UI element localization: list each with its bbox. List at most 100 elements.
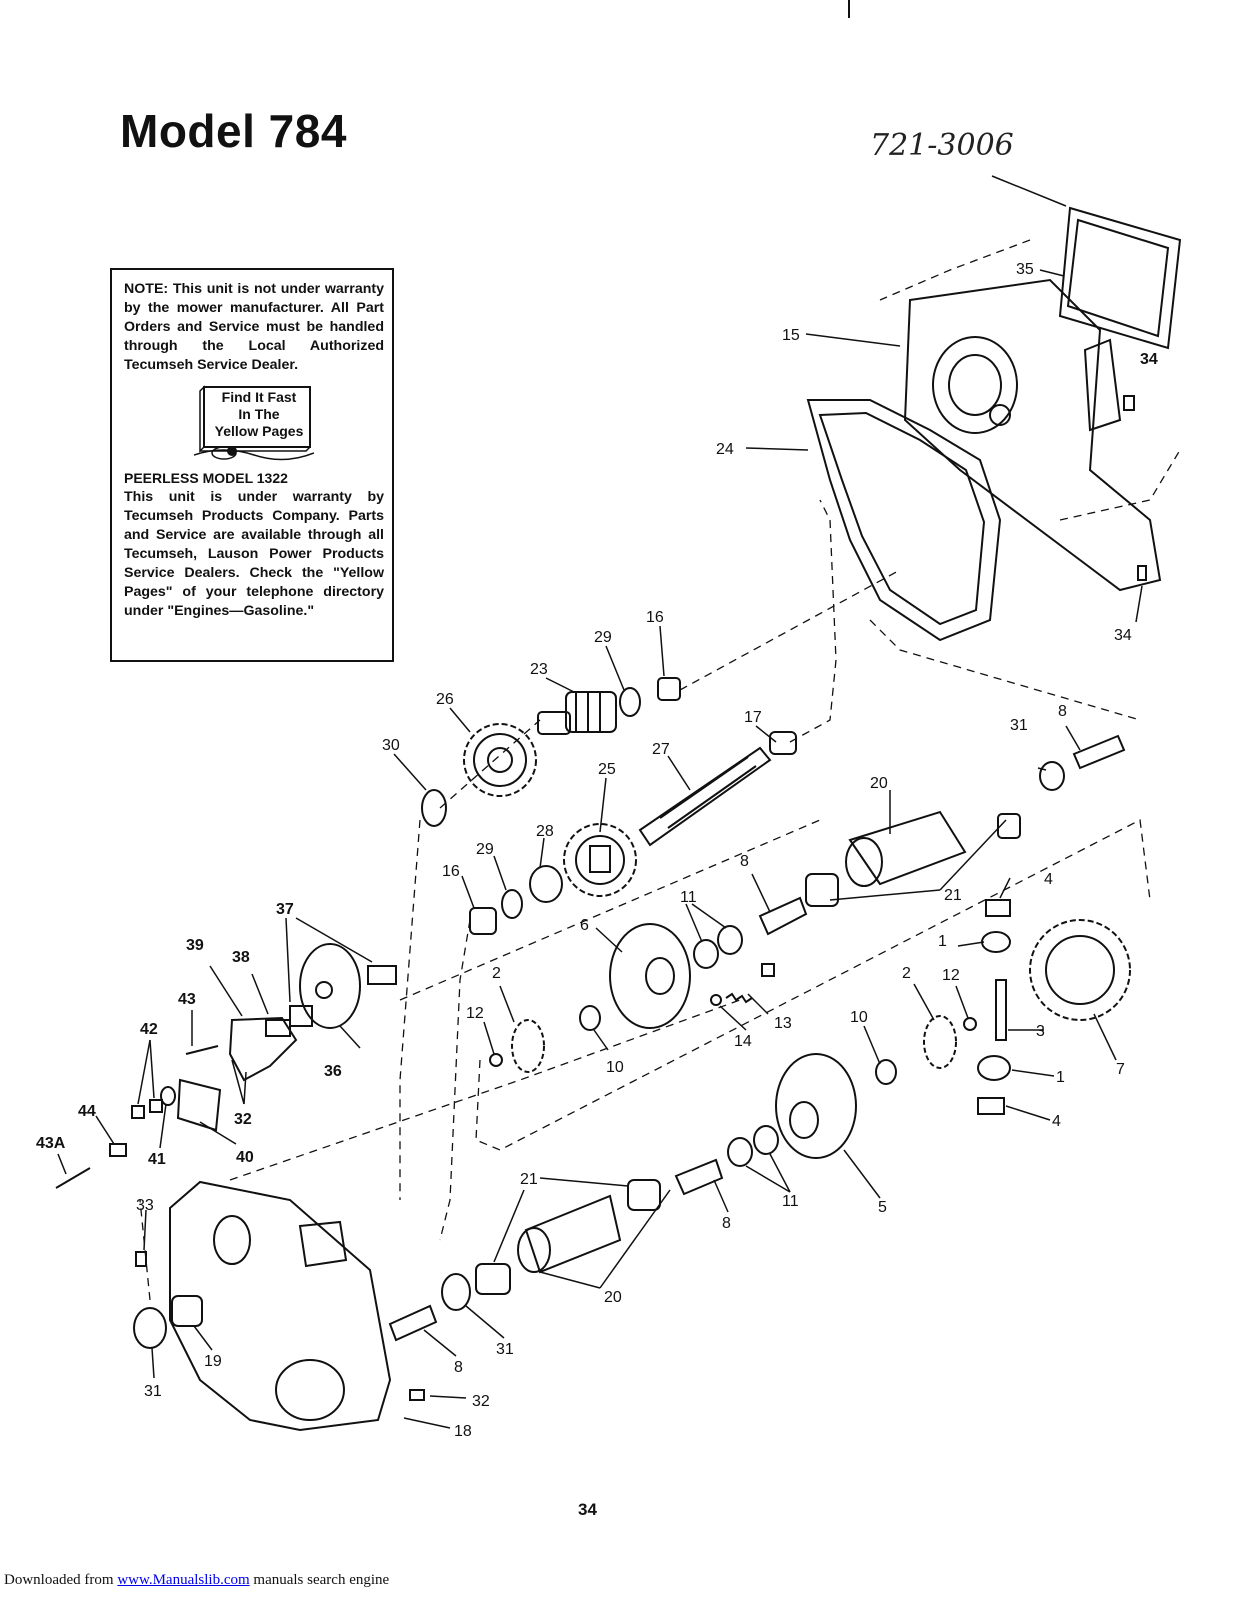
part-28-bushing <box>529 865 563 903</box>
yellow-pages-book-icon: Find It Fast In The Yellow Pages <box>194 385 314 461</box>
part-12-washer-right <box>963 1017 977 1031</box>
book-line-2: In The <box>238 406 280 422</box>
part-29-washer-lower <box>501 889 523 919</box>
part-5-differential-half <box>775 1053 857 1159</box>
footer-suffix: manuals search engine <box>249 1572 390 1588</box>
callout-24: 24 <box>716 441 734 458</box>
part-41-washer <box>160 1086 176 1106</box>
part-14-ball <box>710 994 722 1006</box>
part-2-pinion-right <box>923 1015 957 1069</box>
callout-16-upper: 16 <box>646 609 664 626</box>
callout-15: 15 <box>782 327 800 344</box>
page-title: Model 784 <box>120 105 347 157</box>
callout-12-right: 12 <box>942 967 960 984</box>
part-12-washer-left <box>489 1053 503 1067</box>
part-17-bearing <box>769 731 797 755</box>
callout-18: 18 <box>454 1423 472 1440</box>
part-8-pin-lower <box>388 1304 438 1342</box>
callout-33: 33 <box>136 1197 154 1214</box>
callout-36: 36 <box>324 1063 342 1080</box>
part-20-axle-upper <box>845 810 967 887</box>
callout-8-upper: 8 <box>1058 703 1067 720</box>
part-23-pinion-gear <box>537 691 617 735</box>
callout-26: 26 <box>436 691 454 708</box>
part-2-pinion-left <box>511 1019 545 1073</box>
callout-8-lower-shaft: 8 <box>722 1215 731 1232</box>
callout-11-lower: 11 <box>782 1193 799 1210</box>
callout-14: 14 <box>734 1033 752 1050</box>
part-19-bearing <box>171 1295 203 1327</box>
callout-1-lower: 1 <box>1056 1069 1065 1086</box>
part-29-washer-upper <box>619 687 641 717</box>
callout-12-left: 12 <box>466 1005 484 1022</box>
part-15-upper-housing <box>903 278 1162 592</box>
part-42-nut-b <box>149 1099 163 1113</box>
part-32-pin-lower <box>409 1389 425 1401</box>
warranty-note-box: NOTE: This unit is not under warranty by… <box>110 268 394 662</box>
callout-34-lower: 34 <box>1114 627 1132 644</box>
part-30-washer <box>421 789 447 827</box>
part-37-brake-puck <box>289 943 397 1029</box>
handwritten-part-number: 721-3006 <box>870 128 1014 163</box>
callout-16-lower: 16 <box>442 863 460 880</box>
part-39-brake-lever <box>228 1016 298 1082</box>
part-27-splined-shaft <box>638 746 772 847</box>
part-31-seal-lower <box>441 1273 471 1311</box>
footer-prefix: Downloaded from <box>4 1572 118 1588</box>
part-6-differential-half <box>609 923 691 1029</box>
callout-38: 38 <box>232 949 250 966</box>
callout-35: 35 <box>1016 261 1034 278</box>
part-8-shaft-middle <box>758 896 808 936</box>
callout-27: 27 <box>652 741 670 758</box>
callout-5: 5 <box>878 1199 887 1216</box>
part-33-screw <box>135 1251 147 1267</box>
callout-29-lower: 29 <box>476 841 494 858</box>
callout-43: 43 <box>178 991 196 1008</box>
part-11-washer-a <box>693 939 719 969</box>
part-35-cover-gasket <box>1058 206 1182 350</box>
part-21-bushing-lower <box>627 1179 661 1211</box>
part-1-bevel-upper <box>981 931 1011 953</box>
callout-11-upper: 11 <box>680 889 697 906</box>
callout-21-lower: 21 <box>520 1171 538 1188</box>
part-20-axle-lower <box>517 1194 622 1274</box>
part-34-plug-upper <box>1123 395 1135 411</box>
callout-32-lower: 32 <box>472 1393 490 1410</box>
callout-8-middle: 8 <box>740 853 749 870</box>
callout-31-lower: 31 <box>496 1341 514 1358</box>
part-11-washer-b <box>717 925 743 955</box>
part-nut <box>761 963 775 977</box>
manualslib-link[interactable]: www.Manualslib.com <box>117 1572 250 1588</box>
callout-43a: 43A <box>36 1135 66 1152</box>
footer: Downloaded from www.Manualslib.com manua… <box>4 1572 389 1589</box>
callout-1-upper: 1 <box>938 933 947 950</box>
callout-44: 44 <box>78 1103 96 1120</box>
callout-42: 42 <box>140 1021 158 1038</box>
part-8-shaft-lower <box>674 1158 724 1196</box>
callout-39: 39 <box>186 937 204 954</box>
callout-8-lower-pin: 8 <box>454 1359 463 1376</box>
part-4-block-lower <box>977 1097 1005 1115</box>
callout-37: 37 <box>276 901 294 918</box>
callout-41: 41 <box>148 1151 166 1168</box>
part-16-bearing-upper <box>657 677 681 701</box>
part-34-plug-lower <box>1137 565 1147 581</box>
part-42-nut-a <box>131 1105 145 1119</box>
part-25-gear <box>563 823 637 897</box>
callout-4-upper: 4 <box>1044 871 1053 888</box>
callout-2-right: 2 <box>902 965 911 982</box>
part-18-lower-housing <box>169 1180 392 1432</box>
part-13-spring <box>725 992 753 1004</box>
part-1-bevel-lower <box>977 1055 1011 1081</box>
callout-31-upper: 31 <box>1010 717 1028 734</box>
part-10-washer-right <box>875 1059 897 1085</box>
callout-4-lower: 4 <box>1052 1113 1061 1130</box>
part-10-washer-left <box>579 1005 601 1031</box>
part-44-spacer <box>109 1143 127 1157</box>
part-26-gear <box>463 723 537 797</box>
part-4-block-upper <box>985 899 1011 917</box>
callout-31-left: 31 <box>144 1383 162 1400</box>
callout-29-upper: 29 <box>594 629 612 646</box>
peerless-text: This unit is under warranty by Tecumseh … <box>124 489 384 619</box>
